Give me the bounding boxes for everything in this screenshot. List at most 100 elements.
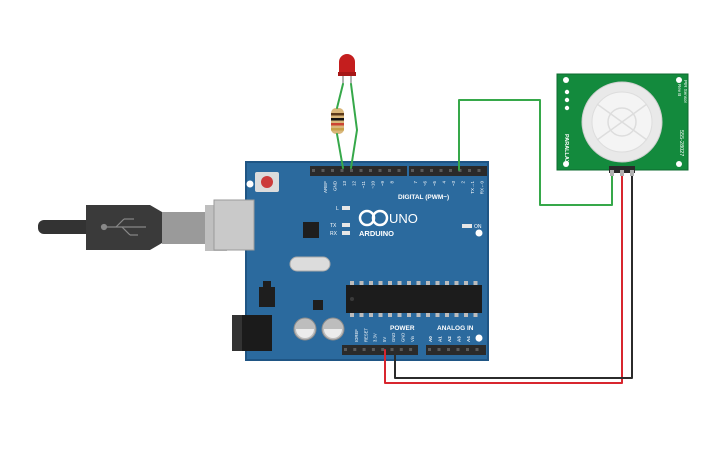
header-pin-hole[interactable]	[340, 169, 344, 172]
chip-pin	[464, 313, 468, 317]
led-l	[342, 206, 350, 210]
pin-label: RESET	[363, 328, 368, 342]
chip-pin	[378, 313, 383, 317]
pir-header	[609, 166, 635, 173]
pin-label: 4	[442, 181, 447, 184]
wire-gnd	[394, 171, 633, 379]
chip-pin	[397, 281, 402, 285]
digital-label: DIGITAL (PWM~)	[398, 194, 449, 201]
mounting-hole	[475, 334, 483, 342]
arduino-board: L TX RX ON ARDUINO UNO DIGITAL (PWM~) PO…	[213, 161, 489, 361]
header-pin-hole[interactable]	[378, 169, 382, 172]
pin-label: 12	[352, 181, 357, 187]
pin-label: RX←0	[480, 181, 485, 195]
led-rx-label: RX	[330, 231, 338, 237]
pin-label: GND	[333, 180, 338, 191]
mounting-hole	[475, 229, 483, 237]
crystal-oscillator	[289, 256, 331, 272]
pin-label: TX→1	[470, 181, 475, 194]
usb-icon	[100, 218, 146, 236]
chip-pin	[416, 281, 421, 285]
pir-pin-dots	[564, 89, 570, 111]
pin-label: ~6	[423, 181, 428, 187]
header-pin-hole[interactable]	[362, 348, 366, 351]
header-pin-hole[interactable]	[399, 348, 403, 351]
header-pin-hole[interactable]	[420, 169, 424, 172]
pin-label: 5V	[382, 337, 387, 342]
header-pin-hole[interactable]	[477, 169, 481, 172]
led-rx	[342, 231, 350, 235]
chip-pin	[388, 313, 392, 317]
header-pin-hole[interactable]	[456, 348, 460, 351]
pin-label: A5	[476, 336, 481, 342]
header-pin-hole[interactable]	[428, 348, 431, 351]
chip-pin	[407, 281, 411, 285]
header-pin-hole[interactable]	[353, 348, 357, 351]
chip-pin	[378, 281, 383, 285]
header-pin-hole[interactable]	[321, 169, 325, 172]
header-pin-hole[interactable]	[388, 169, 391, 172]
header-pin-hole[interactable]	[359, 169, 363, 172]
digital-header-left	[310, 166, 407, 176]
pir-title-label: PIR Sensor	[683, 80, 688, 104]
pin-label: A2	[447, 336, 452, 342]
header-pin-hole[interactable]	[371, 348, 375, 351]
power-label: POWER	[390, 325, 415, 332]
chip-pin	[359, 281, 364, 285]
pir-rev-label: Rev B	[677, 84, 682, 96]
header-pin-hole[interactable]	[312, 169, 315, 172]
usb-cable	[38, 205, 227, 251]
header-pin-hole[interactable]	[409, 348, 413, 351]
wire-resistor-to-gnd	[336, 133, 344, 169]
led-on-label: ON	[474, 224, 482, 230]
header-pin-hole[interactable]	[397, 169, 401, 172]
pin-label: A4	[466, 336, 471, 342]
pir-sensor: PARALLAX 555-28027 PIR Sensor Rev B	[556, 73, 689, 176]
atmega-microcontroller	[346, 285, 482, 313]
chip-pin	[454, 313, 459, 317]
header-pin-hole[interactable]	[390, 348, 394, 351]
header-pin-hole[interactable]	[381, 348, 385, 351]
header-pin-hole[interactable]	[447, 348, 450, 351]
pin-label: 8	[390, 181, 395, 184]
wire-led-to-resistor	[336, 83, 344, 109]
header-pin-hole[interactable]	[458, 169, 462, 172]
pin-label: 13	[342, 181, 347, 187]
analog-header	[426, 345, 486, 355]
pin-label: A0	[428, 336, 433, 342]
header-pin-hole[interactable]	[437, 348, 441, 351]
pin-label: Vin	[410, 335, 415, 342]
usb-cable-strain-relief	[38, 220, 94, 234]
pin-label: ~10	[371, 181, 376, 189]
header-pin-hole[interactable]	[344, 348, 347, 351]
header-pin-hole[interactable]	[449, 169, 452, 172]
header-pin-hole[interactable]	[439, 169, 443, 172]
pin-label: GND	[401, 333, 406, 342]
pin-label: A3	[457, 336, 462, 342]
resistor	[331, 108, 344, 134]
pin-label: ~9	[380, 181, 385, 187]
header-pin-hole[interactable]	[468, 169, 471, 172]
header-pin-hole[interactable]	[331, 169, 334, 172]
pin-label: ~3	[451, 181, 456, 187]
usb-interface-chip	[303, 222, 319, 238]
header-pin-hole[interactable]	[430, 169, 433, 172]
header-pin-hole[interactable]	[369, 169, 372, 172]
led-l-label: L	[336, 206, 339, 212]
red-led	[338, 54, 356, 84]
chip-pin	[350, 313, 354, 317]
header-pin-hole[interactable]	[466, 348, 469, 351]
pir-part-label: 555-28027	[678, 130, 684, 156]
header-pin-hole[interactable]	[350, 169, 353, 172]
chip-pin	[445, 281, 449, 285]
pir-maker-label: PARALLAX	[563, 134, 569, 164]
header-pin-hole[interactable]	[475, 348, 479, 351]
chip-pin	[445, 313, 449, 317]
header-pin-hole[interactable]	[411, 169, 414, 172]
chip-pin	[388, 281, 392, 285]
pin-label: 3.3V	[373, 333, 378, 342]
chip-pin	[435, 313, 440, 317]
pin-label: AREF	[323, 181, 328, 193]
